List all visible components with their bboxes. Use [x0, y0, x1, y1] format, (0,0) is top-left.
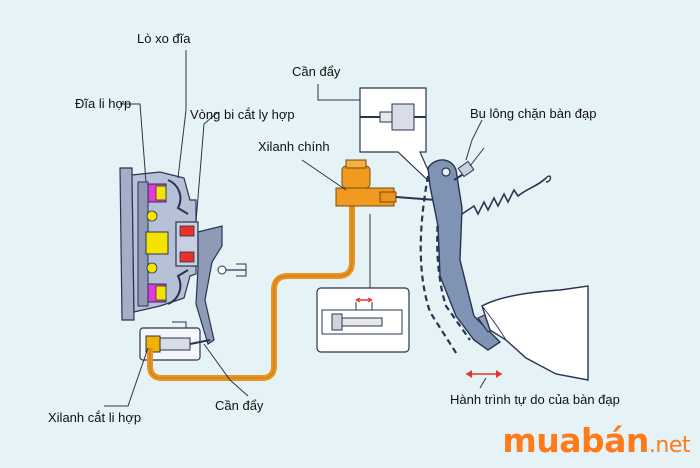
foot-shape — [481, 285, 589, 381]
watermark-tld: .net — [648, 433, 691, 458]
label-can-day-top: Cần đẩy — [292, 64, 341, 79]
leader-lines — [104, 50, 483, 407]
label-can-day-bottom: Cần đẩy — [215, 398, 264, 413]
label-hanh-trinh: Hành trình tự do của bàn đạp — [450, 392, 620, 407]
free-travel-arrow — [466, 370, 502, 389]
label-xilanh-cat: Xilanh cắt li hợp — [48, 410, 142, 425]
label-lo-xo-dia: Lò xo đĩa — [137, 31, 191, 46]
inset-push-rod — [359, 87, 437, 189]
label-xilanh-chinh: Xilanh chính — [258, 139, 330, 154]
label-vong-bi: Vòng bi cắt ly hợp — [190, 107, 295, 122]
watermark-brand: muabán — [502, 421, 649, 460]
label-bu-long: Bu lông chặn bàn đạp — [470, 106, 597, 121]
clutch-assembly — [119, 167, 247, 345]
inset-cylinder-section — [316, 214, 410, 353]
master-cylinder — [335, 159, 443, 207]
label-dia-li-hop: Đĩa li hợp — [75, 96, 132, 111]
watermark-logo: muabán.net — [502, 422, 690, 465]
